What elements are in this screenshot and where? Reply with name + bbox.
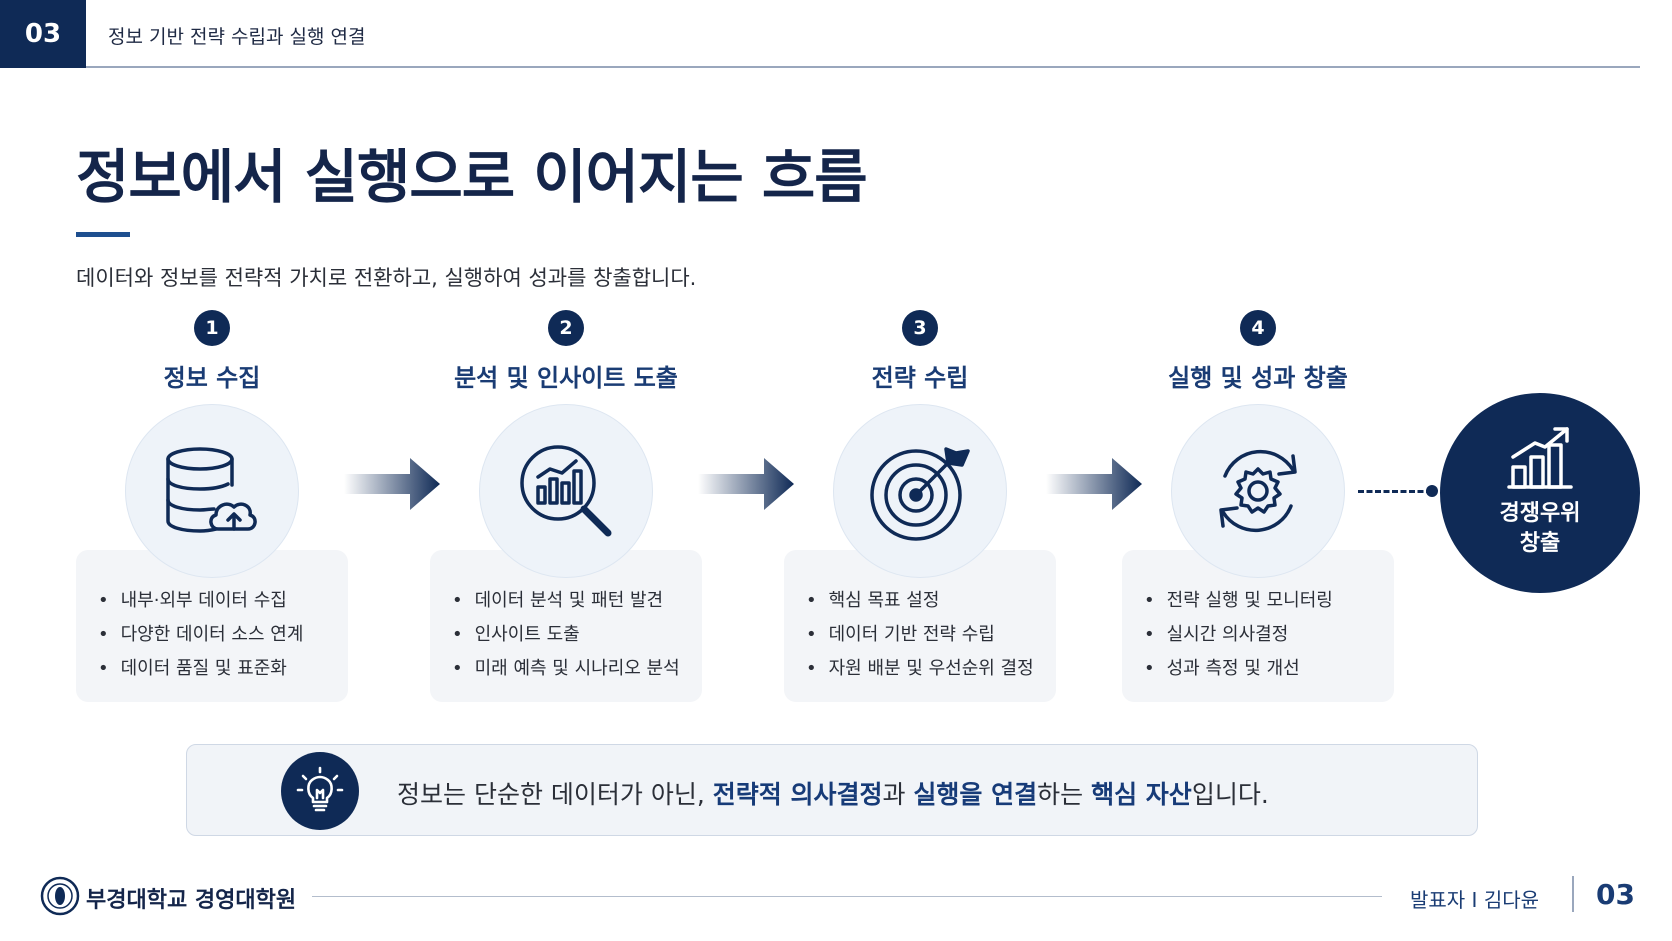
lightbulb-badge [281, 752, 359, 830]
page-description: 데이터와 정보를 전략적 가치로 전환하고, 실행하여 성과를 창출합니다. [76, 266, 697, 290]
list-item: 인사이트 도출 [452, 620, 702, 654]
flow-arrow [698, 458, 794, 510]
magnifier-chart-icon [520, 445, 612, 537]
list-item: 내부·외부 데이터 수집 [98, 586, 348, 620]
list-item: 데이터 기반 전략 수립 [806, 620, 1056, 654]
step-icon-circle [479, 404, 653, 578]
header-divider [86, 66, 1640, 68]
flow-arrow [344, 458, 440, 510]
presenter-name: 발표자 I 김다윤 [1410, 888, 1540, 912]
step-number-badge: 4 [1240, 310, 1276, 346]
section-number: 03 [0, 0, 86, 68]
goal-text: 경쟁우위 창출 [1480, 499, 1600, 559]
dashed-connector [1358, 490, 1432, 493]
footer: 부경대학교 경영대학원 발표자 I 김다윤 03 [0, 872, 1672, 920]
step-number-badge: 2 [548, 310, 584, 346]
goal-line-2: 창출 [1519, 531, 1561, 556]
list-item: 다양한 데이터 소스 연계 [98, 620, 348, 654]
goal-line-1: 경쟁우위 [1499, 501, 1581, 526]
step-label: 전략 수립 [871, 364, 969, 392]
message-text: 정보는 단순한 데이터가 아닌, [397, 780, 713, 809]
step-label: 분석 및 인사이트 도출 [454, 364, 678, 392]
list-item: 전략 실행 및 모니터링 [1144, 586, 1394, 620]
flow-arrow [1046, 458, 1142, 510]
connector-dot [1426, 485, 1438, 497]
page-title: 정보에서 실행으로 이어지는 흐름 [76, 143, 868, 211]
page-number: 03 [1596, 878, 1635, 911]
step-label: 실행 및 성과 창출 [1168, 364, 1348, 392]
message-highlight: 핵심 자산 [1091, 780, 1192, 809]
lightbulb-icon [296, 766, 344, 812]
message-highlight: 실행을 연결 [913, 780, 1038, 809]
step-number-badge: 1 [194, 310, 230, 346]
competitive-advantage-goal: 경쟁우위 창출 [1440, 393, 1640, 593]
message-highlight: 전략적 의사결정 [712, 780, 883, 809]
step-icon-circle [833, 404, 1007, 578]
university-seal-icon [40, 876, 80, 916]
footer-separator [1572, 876, 1574, 912]
message-text: 하는 [1037, 780, 1092, 809]
growth-chart-icon [1507, 427, 1573, 489]
list-item: 자원 배분 및 우선순위 결정 [806, 654, 1056, 688]
step-card: 핵심 목표 설정 데이터 기반 전략 수립 자원 배분 및 우선순위 결정 [784, 550, 1056, 702]
footer-divider [312, 896, 1382, 897]
list-item: 데이터 품질 및 표준화 [98, 654, 348, 688]
title-underline [76, 232, 130, 237]
database-cloud-upload-icon [166, 447, 257, 533]
list-item: 데이터 분석 및 패턴 발견 [452, 586, 702, 620]
message-text: 과 [882, 780, 914, 809]
target-arrow-icon [870, 447, 970, 541]
header: 03 정보 기반 전략 수립과 실행 연결 [0, 0, 1672, 68]
school-name: 부경대학교 경영대학원 [86, 888, 297, 913]
list-item: 미래 예측 및 시나리오 분석 [452, 654, 702, 688]
key-message: 정보는 단순한 데이터가 아닌, 전략적 의사결정과 실행을 연결하는 핵심 자… [397, 775, 1269, 811]
list-item: 성과 측정 및 개선 [1144, 654, 1394, 688]
step-number-badge: 3 [902, 310, 938, 346]
list-item: 핵심 목표 설정 [806, 586, 1056, 620]
message-text: 입니다. [1191, 780, 1269, 809]
step-icon-circle [125, 404, 299, 578]
section-title: 정보 기반 전략 수립과 실행 연결 [108, 26, 366, 48]
list-item: 실시간 의사결정 [1144, 620, 1394, 654]
step-label: 정보 수집 [163, 364, 261, 392]
gear-cycle-icon [1219, 449, 1297, 533]
step-icon-circle [1171, 404, 1345, 578]
key-message-box: 정보는 단순한 데이터가 아닌, 전략적 의사결정과 실행을 연결하는 핵심 자… [186, 744, 1478, 836]
